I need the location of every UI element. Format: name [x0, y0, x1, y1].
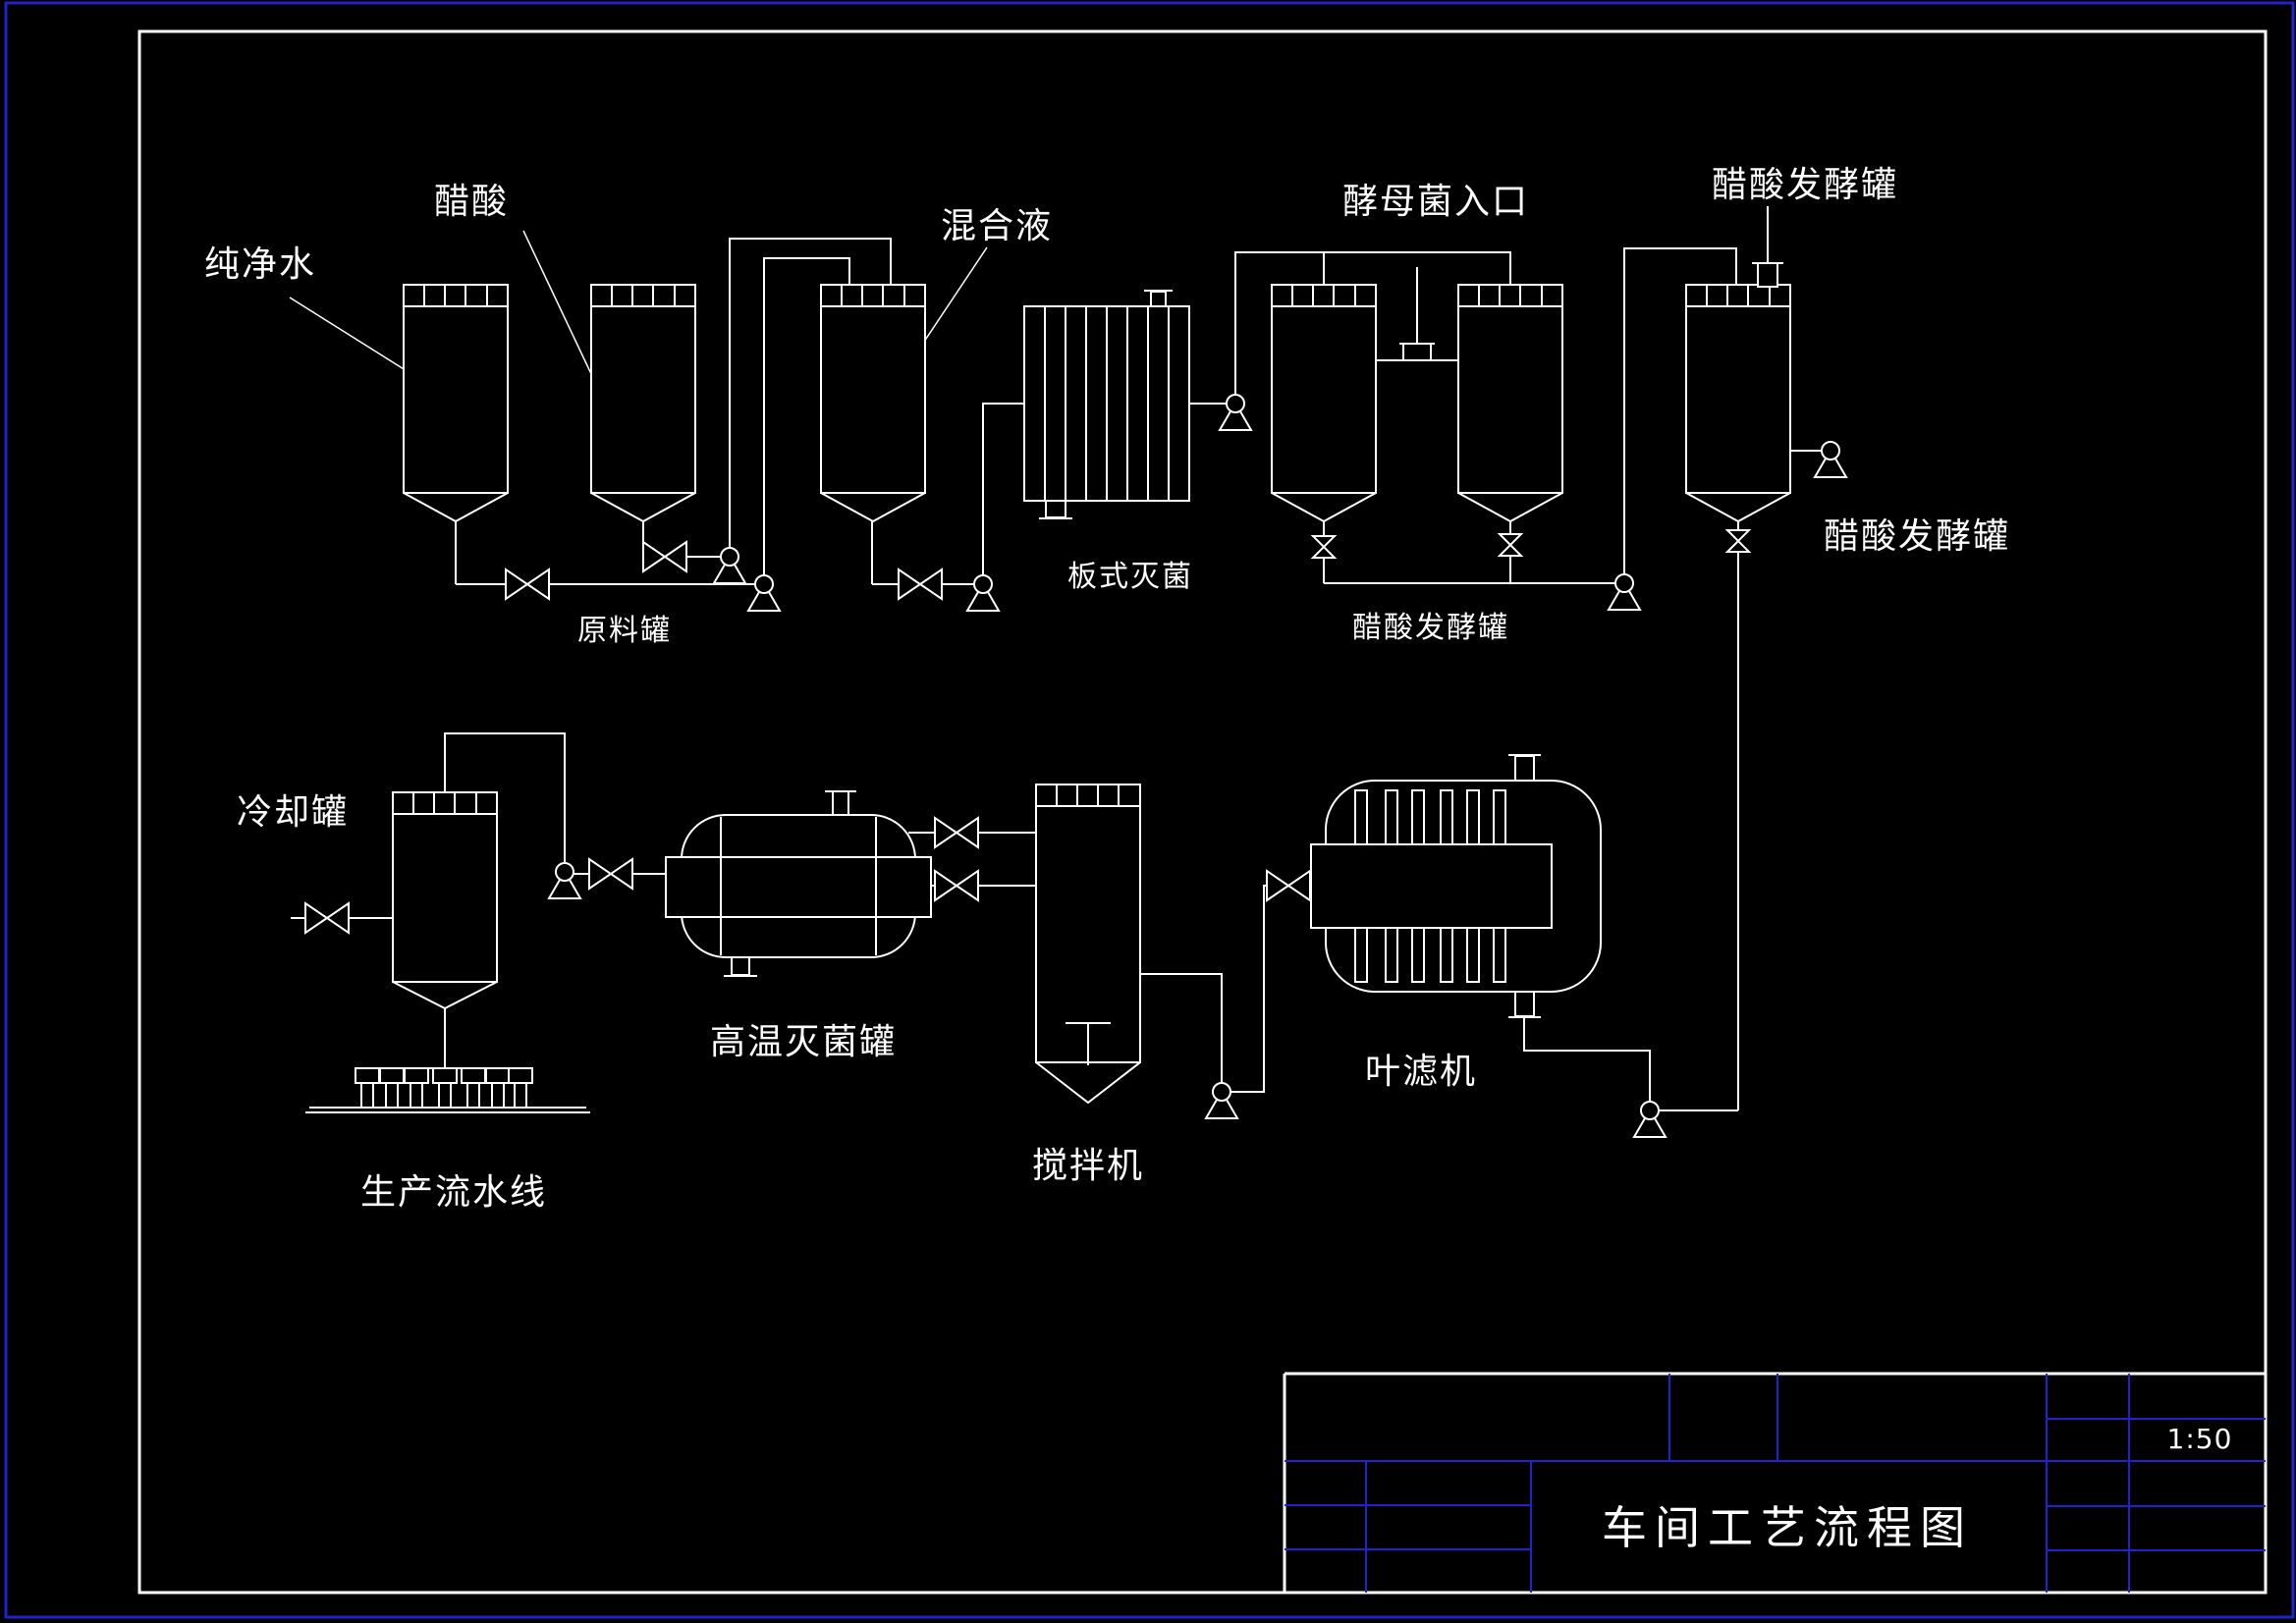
- acetic-acid-label: 醋酸: [433, 182, 510, 222]
- cooling-tank-label: 冷却罐: [236, 792, 350, 833]
- fermenter-tank-1: [1271, 284, 1377, 523]
- pump-icon: [966, 574, 1000, 612]
- plate-sterilizer-label: 板式灭菌: [1067, 560, 1193, 594]
- valve-icon: [1726, 529, 1750, 553]
- filter-leaves: [1354, 789, 1506, 983]
- valve-icon: [642, 541, 687, 572]
- valve-icon: [1312, 535, 1336, 559]
- drawing-title: 车间工艺流程图: [1602, 1501, 1973, 1554]
- pump-icon: [1814, 441, 1847, 478]
- fermenter-right-label: 醋酸发酵罐: [1823, 516, 2011, 557]
- production-line-label: 生产流水线: [359, 1172, 548, 1213]
- valve-icon: [1499, 533, 1522, 557]
- valve-icon: [898, 568, 943, 600]
- high-temp-sterilizer-vessel: [665, 790, 932, 977]
- fermenter-top-label: 醋酸发酵罐: [1711, 165, 1899, 205]
- production-line-manifold: [355, 1067, 533, 1109]
- process-piping: [291, 206, 1822, 1113]
- raw-material-tank-label: 原料罐: [577, 614, 672, 648]
- pump-icon: [1205, 1082, 1238, 1119]
- drawing-scale: 1:50: [2166, 1423, 2233, 1455]
- pump-icon: [1219, 394, 1252, 431]
- mixer-vessel: [1035, 784, 1141, 1105]
- pump-icon: [1633, 1101, 1667, 1138]
- pump-icon: [747, 574, 781, 612]
- fermenter-top-nozzle: [1757, 262, 1778, 288]
- leaf-filter-vessel: [1310, 754, 1602, 1018]
- cooling-tank-vessel: [392, 791, 498, 1010]
- fermenter-tank-main: [1685, 262, 1791, 523]
- fermenter-tank-2: [1457, 284, 1563, 523]
- valve-icon: [505, 568, 550, 600]
- title-block: [1283, 1372, 2266, 1593]
- pump-icon: [713, 547, 746, 584]
- fermenter-bottom-label: 醋酸发酵罐: [1352, 611, 1509, 645]
- valve-icon: [934, 870, 979, 901]
- valve-icon: [588, 858, 633, 890]
- pure-water-label: 纯净水: [203, 244, 317, 285]
- plate-sterilizer-unit: [1023, 290, 1190, 519]
- drawing-frame: [4, 1, 2295, 1619]
- yeast-inlet-label: 酵母菌入口: [1341, 182, 1530, 222]
- valve-icon: [304, 902, 350, 934]
- valve-icon: [1266, 870, 1311, 901]
- agitator-icon: [1066, 1022, 1111, 1065]
- pump-icon: [1608, 573, 1641, 611]
- high-temp-sterilizer-label: 高温灭菌罐: [709, 1022, 898, 1062]
- pump-icon: [548, 862, 581, 899]
- mixer-label: 搅拌机: [1031, 1146, 1145, 1186]
- tank-mixing: [820, 284, 926, 523]
- leaf-filter-label: 叶滤机: [1364, 1052, 1478, 1092]
- yeast-inlet-port: [1402, 343, 1432, 361]
- tank-acetic-acid: [590, 284, 696, 523]
- valve-icon: [934, 817, 979, 848]
- mixed-liquid-label: 混合液: [940, 206, 1054, 246]
- tank-pure-water: [403, 284, 509, 523]
